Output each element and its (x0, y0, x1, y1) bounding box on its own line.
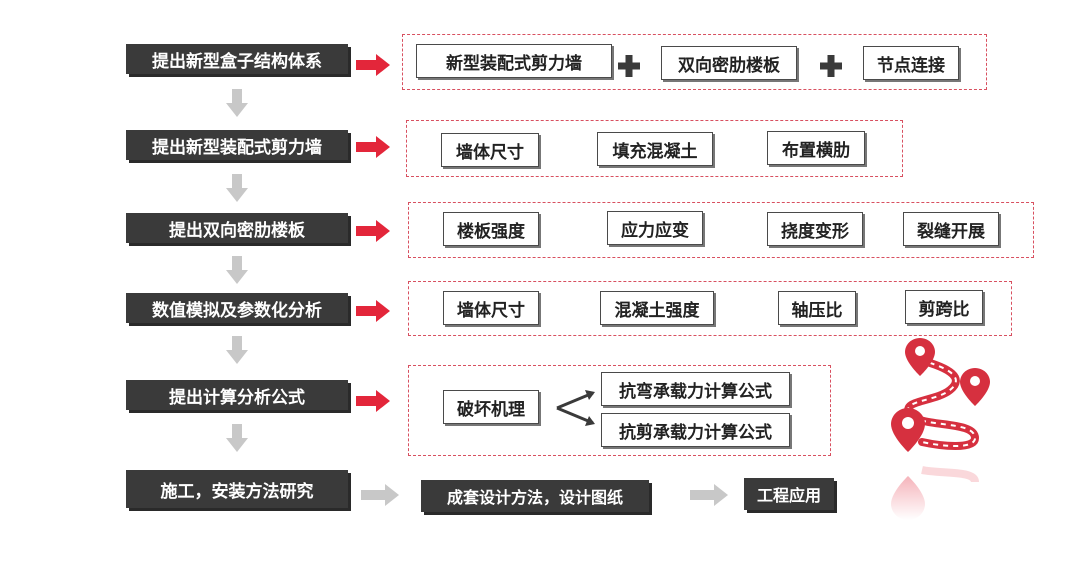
row5-group (408, 365, 831, 456)
map-pin-icon (905, 338, 935, 376)
plus-icon (820, 55, 842, 77)
route-icon (891, 338, 990, 520)
map-pin-icon (960, 368, 990, 406)
step-4: 数值模拟及参数化分析 (126, 293, 348, 323)
down-arrow-icon (226, 89, 248, 117)
row2-group (406, 120, 903, 177)
down-arrow-icon (226, 256, 248, 284)
step-2: 提出新型装配式剪力墙 (126, 130, 348, 160)
right-arrow-icon (690, 484, 728, 506)
row2-item: 布置横肋 (767, 131, 865, 165)
row1-item: 双向密肋楼板 (661, 46, 797, 80)
row5-output: 抗剪承载力计算公式 (601, 413, 790, 447)
row4-item: 轴压比 (778, 291, 856, 325)
row2-item: 墙体尺寸 (441, 133, 539, 167)
red-arrow-icon (356, 300, 390, 322)
plus-icon (618, 55, 640, 77)
down-arrow-icon (226, 174, 248, 202)
down-arrow-icon (226, 424, 248, 452)
red-arrow-icon (356, 136, 390, 158)
row1-item: 节点连接 (863, 46, 959, 80)
row2-item: 填充混凝土 (597, 132, 713, 166)
engineering-application-box: 工程应用 (744, 478, 834, 510)
row4-item: 剪跨比 (905, 290, 983, 324)
row1-group (402, 34, 987, 90)
row3-group (408, 202, 1034, 258)
design-methods-box: 成套设计方法，设计图纸 (421, 480, 649, 512)
row4-group (408, 281, 1012, 336)
row4-item: 墙体尺寸 (443, 291, 539, 325)
row5-source: 破坏机理 (443, 390, 539, 424)
row3-item: 裂缝开展 (903, 212, 999, 246)
branch-arrows-icon (556, 390, 595, 426)
right-arrow-icon (361, 484, 399, 506)
red-arrow-icon (356, 220, 390, 242)
map-pin-icon (891, 408, 925, 452)
step-3: 提出双向密肋楼板 (126, 213, 348, 243)
step-1: 提出新型盒子结构体系 (126, 44, 348, 74)
step-5: 提出计算分析公式 (126, 380, 348, 410)
row3-item: 应力应变 (607, 211, 703, 245)
down-arrow-icon (226, 336, 248, 364)
row3-item: 挠度变形 (767, 212, 863, 246)
row3-item: 楼板强度 (443, 212, 539, 246)
row5-output: 抗弯承载力计算公式 (601, 372, 790, 406)
red-arrow-icon (356, 54, 390, 76)
row4-item: 混凝土强度 (600, 291, 714, 325)
step-6: 施工，安装方法研究 (126, 470, 348, 508)
row1-item: 新型装配式剪力墙 (416, 44, 612, 78)
red-arrow-icon (356, 390, 390, 412)
